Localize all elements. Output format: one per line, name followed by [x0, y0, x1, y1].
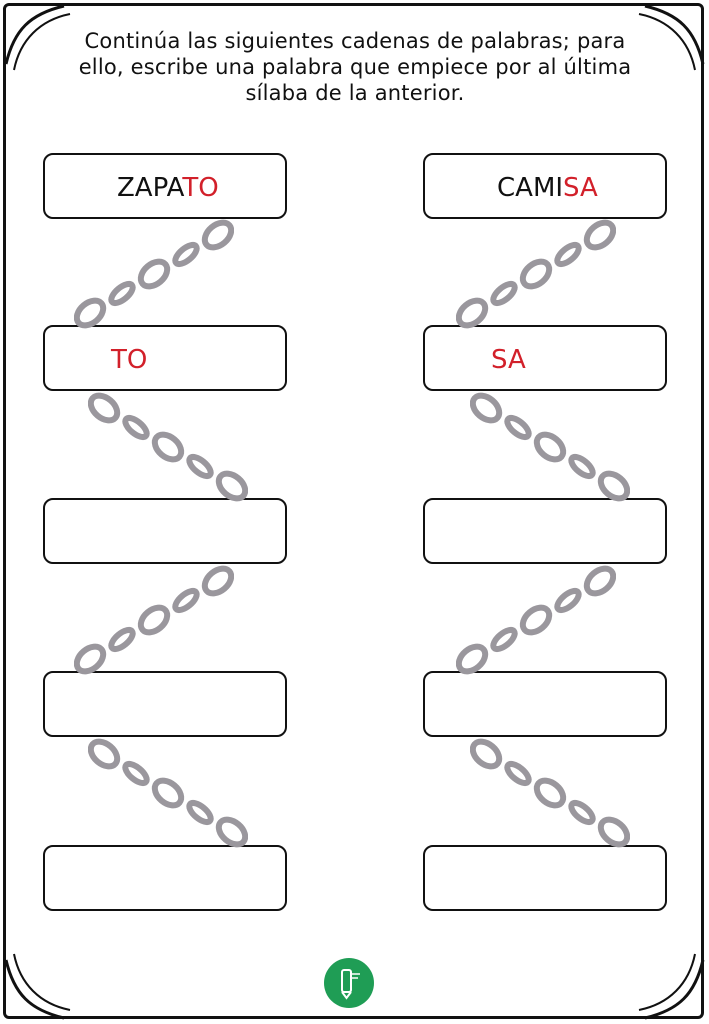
chain-icon — [88, 738, 248, 848]
word-prefix: ZAPA — [117, 173, 183, 203]
chain-link — [568, 799, 596, 826]
chain-link — [597, 816, 630, 848]
chain-link — [215, 816, 248, 848]
chain-link — [470, 392, 503, 424]
word-box[interactable] — [423, 671, 667, 737]
word-last-syllable: TO — [111, 345, 148, 375]
chain-icon — [74, 219, 234, 329]
word-box[interactable] — [43, 671, 287, 737]
word-text: ZAPATO — [117, 171, 219, 205]
word-last-syllable: TO — [182, 173, 219, 203]
chain-icon — [470, 738, 630, 848]
chain-link — [504, 414, 532, 441]
chain-icon — [88, 392, 248, 502]
word-box[interactable] — [423, 845, 667, 911]
word-box[interactable]: SA — [423, 325, 667, 391]
chain-link — [583, 219, 616, 251]
instructions-text: Continúa las siguientes cadenas de palab… — [78, 29, 632, 105]
chain-link — [137, 258, 171, 290]
chain-link — [554, 587, 582, 614]
chain-link — [186, 453, 214, 480]
word-text: TO — [111, 343, 147, 377]
chain-link — [533, 431, 567, 463]
chain-link — [568, 453, 596, 480]
chain-link — [88, 738, 121, 770]
chain-link — [519, 258, 553, 290]
word-last-syllable: SA — [491, 345, 526, 375]
chain-link — [201, 219, 234, 251]
chain-link — [108, 280, 136, 307]
corner-ornament-bottom-left — [4, 953, 71, 1020]
chain-link — [533, 777, 567, 809]
corner-ornament-bottom-right — [638, 953, 705, 1020]
corner-ornament-top-right — [638, 4, 705, 71]
word-text: SA — [491, 343, 526, 377]
word-box[interactable] — [43, 845, 287, 911]
chain-link — [88, 392, 121, 424]
chain-link — [519, 604, 553, 636]
chain-link — [186, 799, 214, 826]
word-box[interactable]: TO — [43, 325, 287, 391]
word-text: CAMISA — [497, 171, 598, 205]
word-box[interactable]: ZAPATO — [43, 153, 287, 219]
chain-link — [122, 760, 150, 787]
word-prefix: CAMI — [497, 173, 564, 203]
chain-link — [151, 431, 185, 463]
corner-ornament-top-left — [4, 4, 71, 71]
word-box[interactable]: CAMISA — [423, 153, 667, 219]
chain-link — [74, 643, 107, 675]
chain-link — [151, 777, 185, 809]
chain-link — [597, 470, 630, 502]
chain-link — [456, 297, 489, 329]
chain-icon — [74, 565, 234, 675]
chain-link — [456, 643, 489, 675]
chain-link — [215, 470, 248, 502]
chain-link — [490, 280, 518, 307]
chain-link — [74, 297, 107, 329]
chain-link — [583, 565, 616, 597]
chain-link — [137, 604, 171, 636]
chain-link — [201, 565, 234, 597]
chain-link — [554, 241, 582, 268]
chain-link — [504, 760, 532, 787]
chain-icon — [456, 219, 616, 329]
chain-link — [490, 626, 518, 653]
chain-icon — [456, 565, 616, 675]
chain-link — [122, 414, 150, 441]
word-box[interactable] — [423, 498, 667, 564]
chain-link — [470, 738, 503, 770]
chain-link — [172, 241, 200, 268]
chain-icon — [470, 392, 630, 502]
chain-link — [172, 587, 200, 614]
word-box[interactable] — [43, 498, 287, 564]
word-last-syllable: SA — [563, 173, 598, 203]
chain-link — [108, 626, 136, 653]
page-frame — [3, 3, 704, 1019]
logo-icon — [324, 958, 374, 1008]
